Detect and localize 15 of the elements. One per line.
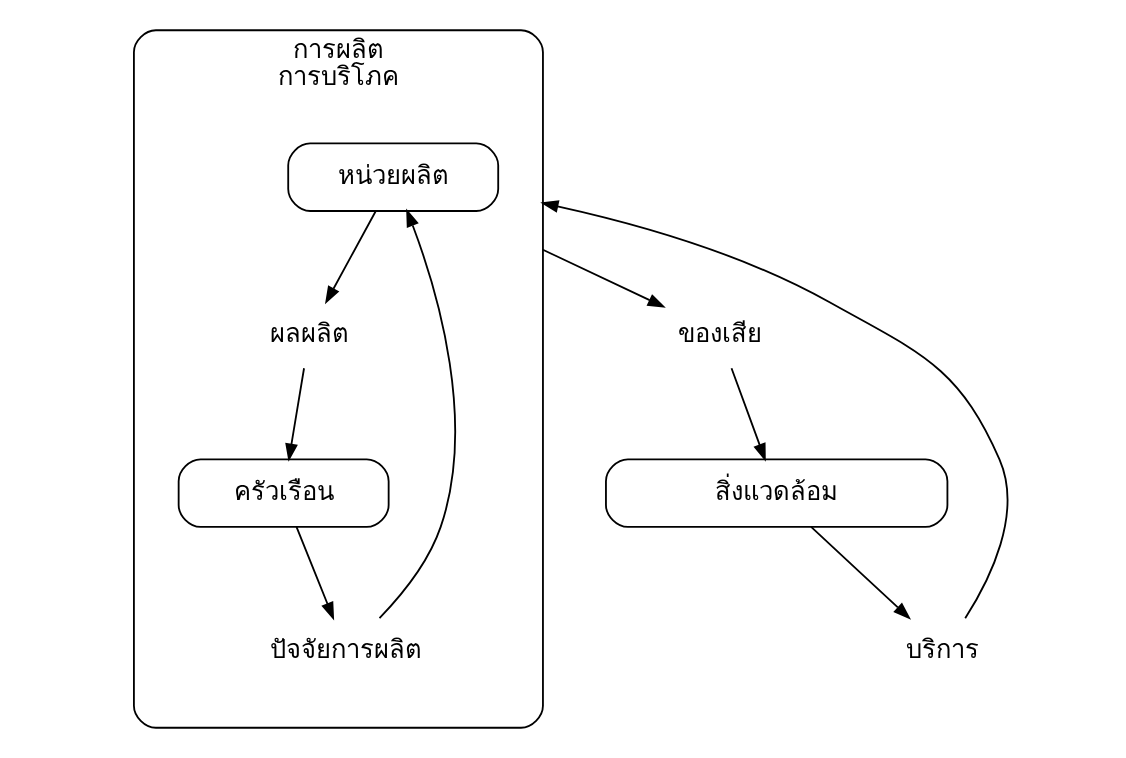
arrow: [541, 248, 666, 308]
arrow: [809, 526, 911, 620]
node-box: ครัวเรือน: [177, 458, 390, 528]
arrow: [730, 367, 766, 462]
arrow: [324, 210, 377, 305]
arrow: [284, 367, 305, 462]
node-text: ปัจจัยการผลิต: [269, 633, 422, 664]
node-box: หน่วยผลิต: [286, 142, 499, 212]
node-box: สิ่งแวดล้อม: [604, 458, 948, 528]
node-text: ผลผลิต: [269, 317, 349, 348]
arrow: [378, 208, 456, 619]
arrow: [295, 526, 334, 621]
arrow: [539, 200, 1008, 620]
node-text: ของเสีย: [677, 317, 762, 348]
node-text: บริการ: [905, 633, 979, 664]
